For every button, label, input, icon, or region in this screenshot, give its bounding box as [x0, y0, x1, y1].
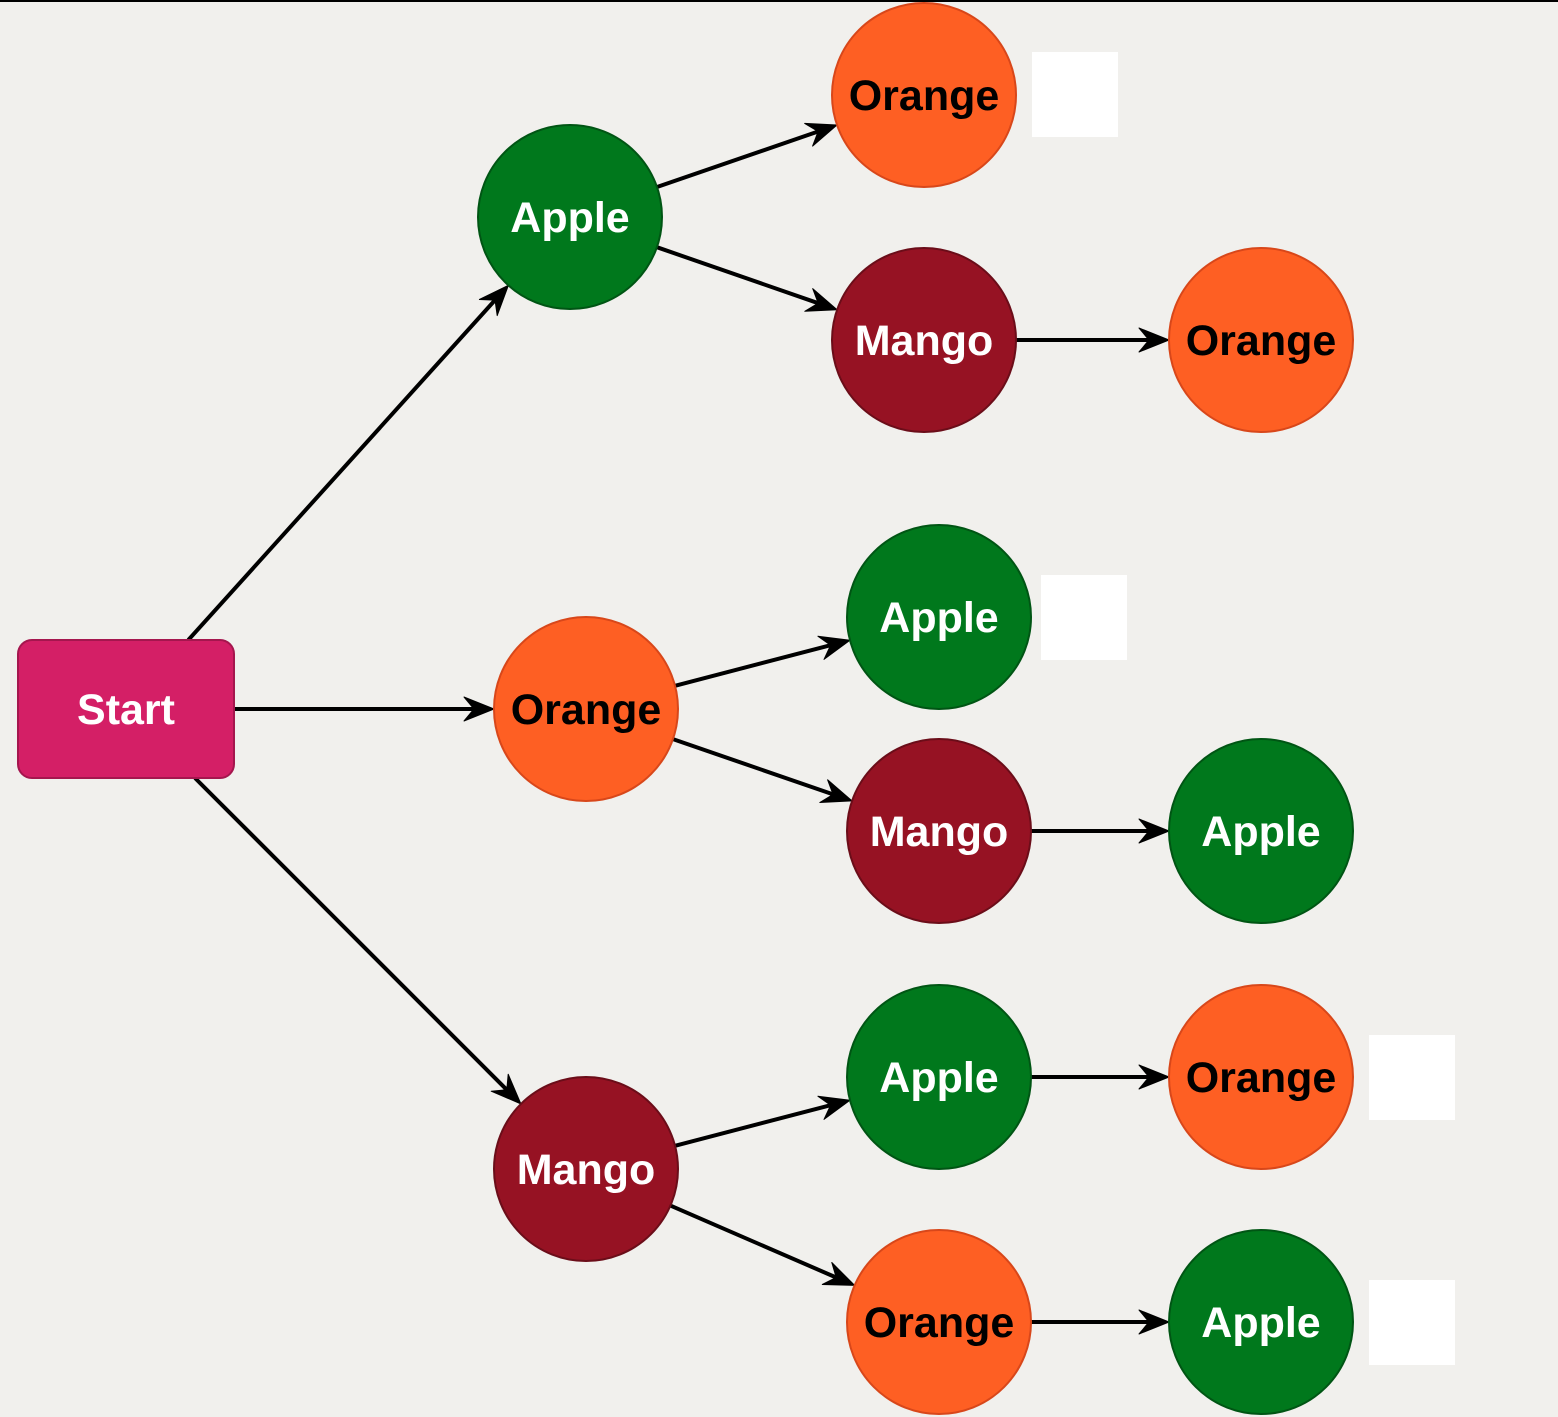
node-label: Orange — [1186, 317, 1337, 365]
apple-node-shape — [846, 524, 1032, 710]
apple-node: Apple — [1168, 1229, 1354, 1415]
mango-node: Mango — [846, 738, 1032, 924]
apple-node-shape — [477, 124, 663, 310]
blank-note-box — [1032, 52, 1118, 137]
orange-node-shape — [1168, 247, 1354, 433]
mango-node: Mango — [493, 1076, 679, 1262]
apple-node: Apple — [1168, 738, 1354, 924]
orange-node: Orange — [493, 616, 679, 802]
orange-node-shape — [846, 1229, 1032, 1415]
node-label: Apple — [510, 194, 629, 242]
node-label: Apple — [879, 594, 998, 642]
apple-node-shape — [1168, 1229, 1354, 1415]
orange-node: Orange — [831, 2, 1017, 188]
apple-node-shape — [846, 984, 1032, 1170]
orange-node: Orange — [1168, 247, 1354, 433]
orange-node-shape — [493, 616, 679, 802]
orange-node-shape — [831, 2, 1017, 188]
edges-layer — [186, 122, 1170, 1335]
node-label: Orange — [849, 72, 1000, 120]
node-label: Apple — [1201, 1299, 1320, 1347]
edge-a1-to-a1o — [656, 129, 819, 189]
node-label: Orange — [511, 686, 662, 734]
arrowhead-o1m-to-o1ma — [1138, 818, 1170, 844]
apple-node: Apple — [846, 984, 1032, 1170]
edge-start-to-m1 — [193, 776, 509, 1092]
arrowhead-m1-to-m1a — [817, 1095, 851, 1120]
edge-m1-to-m1o — [669, 1203, 837, 1280]
start-node-shape — [17, 639, 235, 779]
arrowhead-o1-to-o1a — [817, 635, 851, 660]
arrowhead-start-to-a1 — [478, 284, 509, 317]
arrowhead-a1-to-a1m — [804, 288, 838, 312]
node-label: Mango — [855, 317, 994, 365]
edge-start-to-a1 — [186, 298, 497, 642]
orange-node-shape — [1168, 984, 1354, 1170]
blank-note-box — [1041, 575, 1127, 660]
blank-note-box — [1369, 1280, 1455, 1365]
edge-o1-to-o1a — [674, 643, 832, 688]
mango-node-shape — [831, 247, 1017, 433]
edge-a1-to-a1m — [656, 245, 819, 306]
apple-node-shape — [1168, 738, 1354, 924]
blank-note-box — [1369, 1035, 1455, 1120]
edge-o1-to-o1m — [672, 737, 834, 797]
blank-boxes-layer — [1032, 52, 1455, 1365]
arrowhead-start-to-m1 — [490, 1073, 522, 1105]
mango-node: Mango — [831, 247, 1017, 433]
arrowhead-m1a-to-m1ao — [1138, 1064, 1170, 1090]
node-label: Apple — [879, 1054, 998, 1102]
apple-node: Apple — [846, 524, 1032, 710]
arrowhead-start-to-o1 — [463, 696, 495, 722]
orange-node: Orange — [1168, 984, 1354, 1170]
edge-m1-to-m1a — [674, 1103, 832, 1148]
node-label: Orange — [1186, 1054, 1337, 1102]
node-label: Mango — [870, 808, 1009, 856]
node-label: Apple — [1201, 808, 1320, 856]
node-label: Start — [77, 686, 175, 734]
node-label: Orange — [864, 1299, 1015, 1347]
node-label: Mango — [517, 1146, 656, 1194]
start-node: Start — [17, 639, 235, 779]
mango-node-shape — [493, 1076, 679, 1262]
apple-node: Apple — [477, 124, 663, 310]
arrowhead-o1-to-o1m — [819, 779, 853, 803]
orange-node: Orange — [846, 1229, 1032, 1415]
arrowhead-m1o-to-m1oa — [1138, 1309, 1170, 1335]
arrowhead-a1-to-a1o — [804, 122, 838, 147]
mango-node-shape — [846, 738, 1032, 924]
top-border — [0, 0, 1558, 2]
arrowhead-m1-to-m1o — [821, 1262, 856, 1286]
arrowhead-a1m-to-a1mo — [1138, 327, 1170, 353]
